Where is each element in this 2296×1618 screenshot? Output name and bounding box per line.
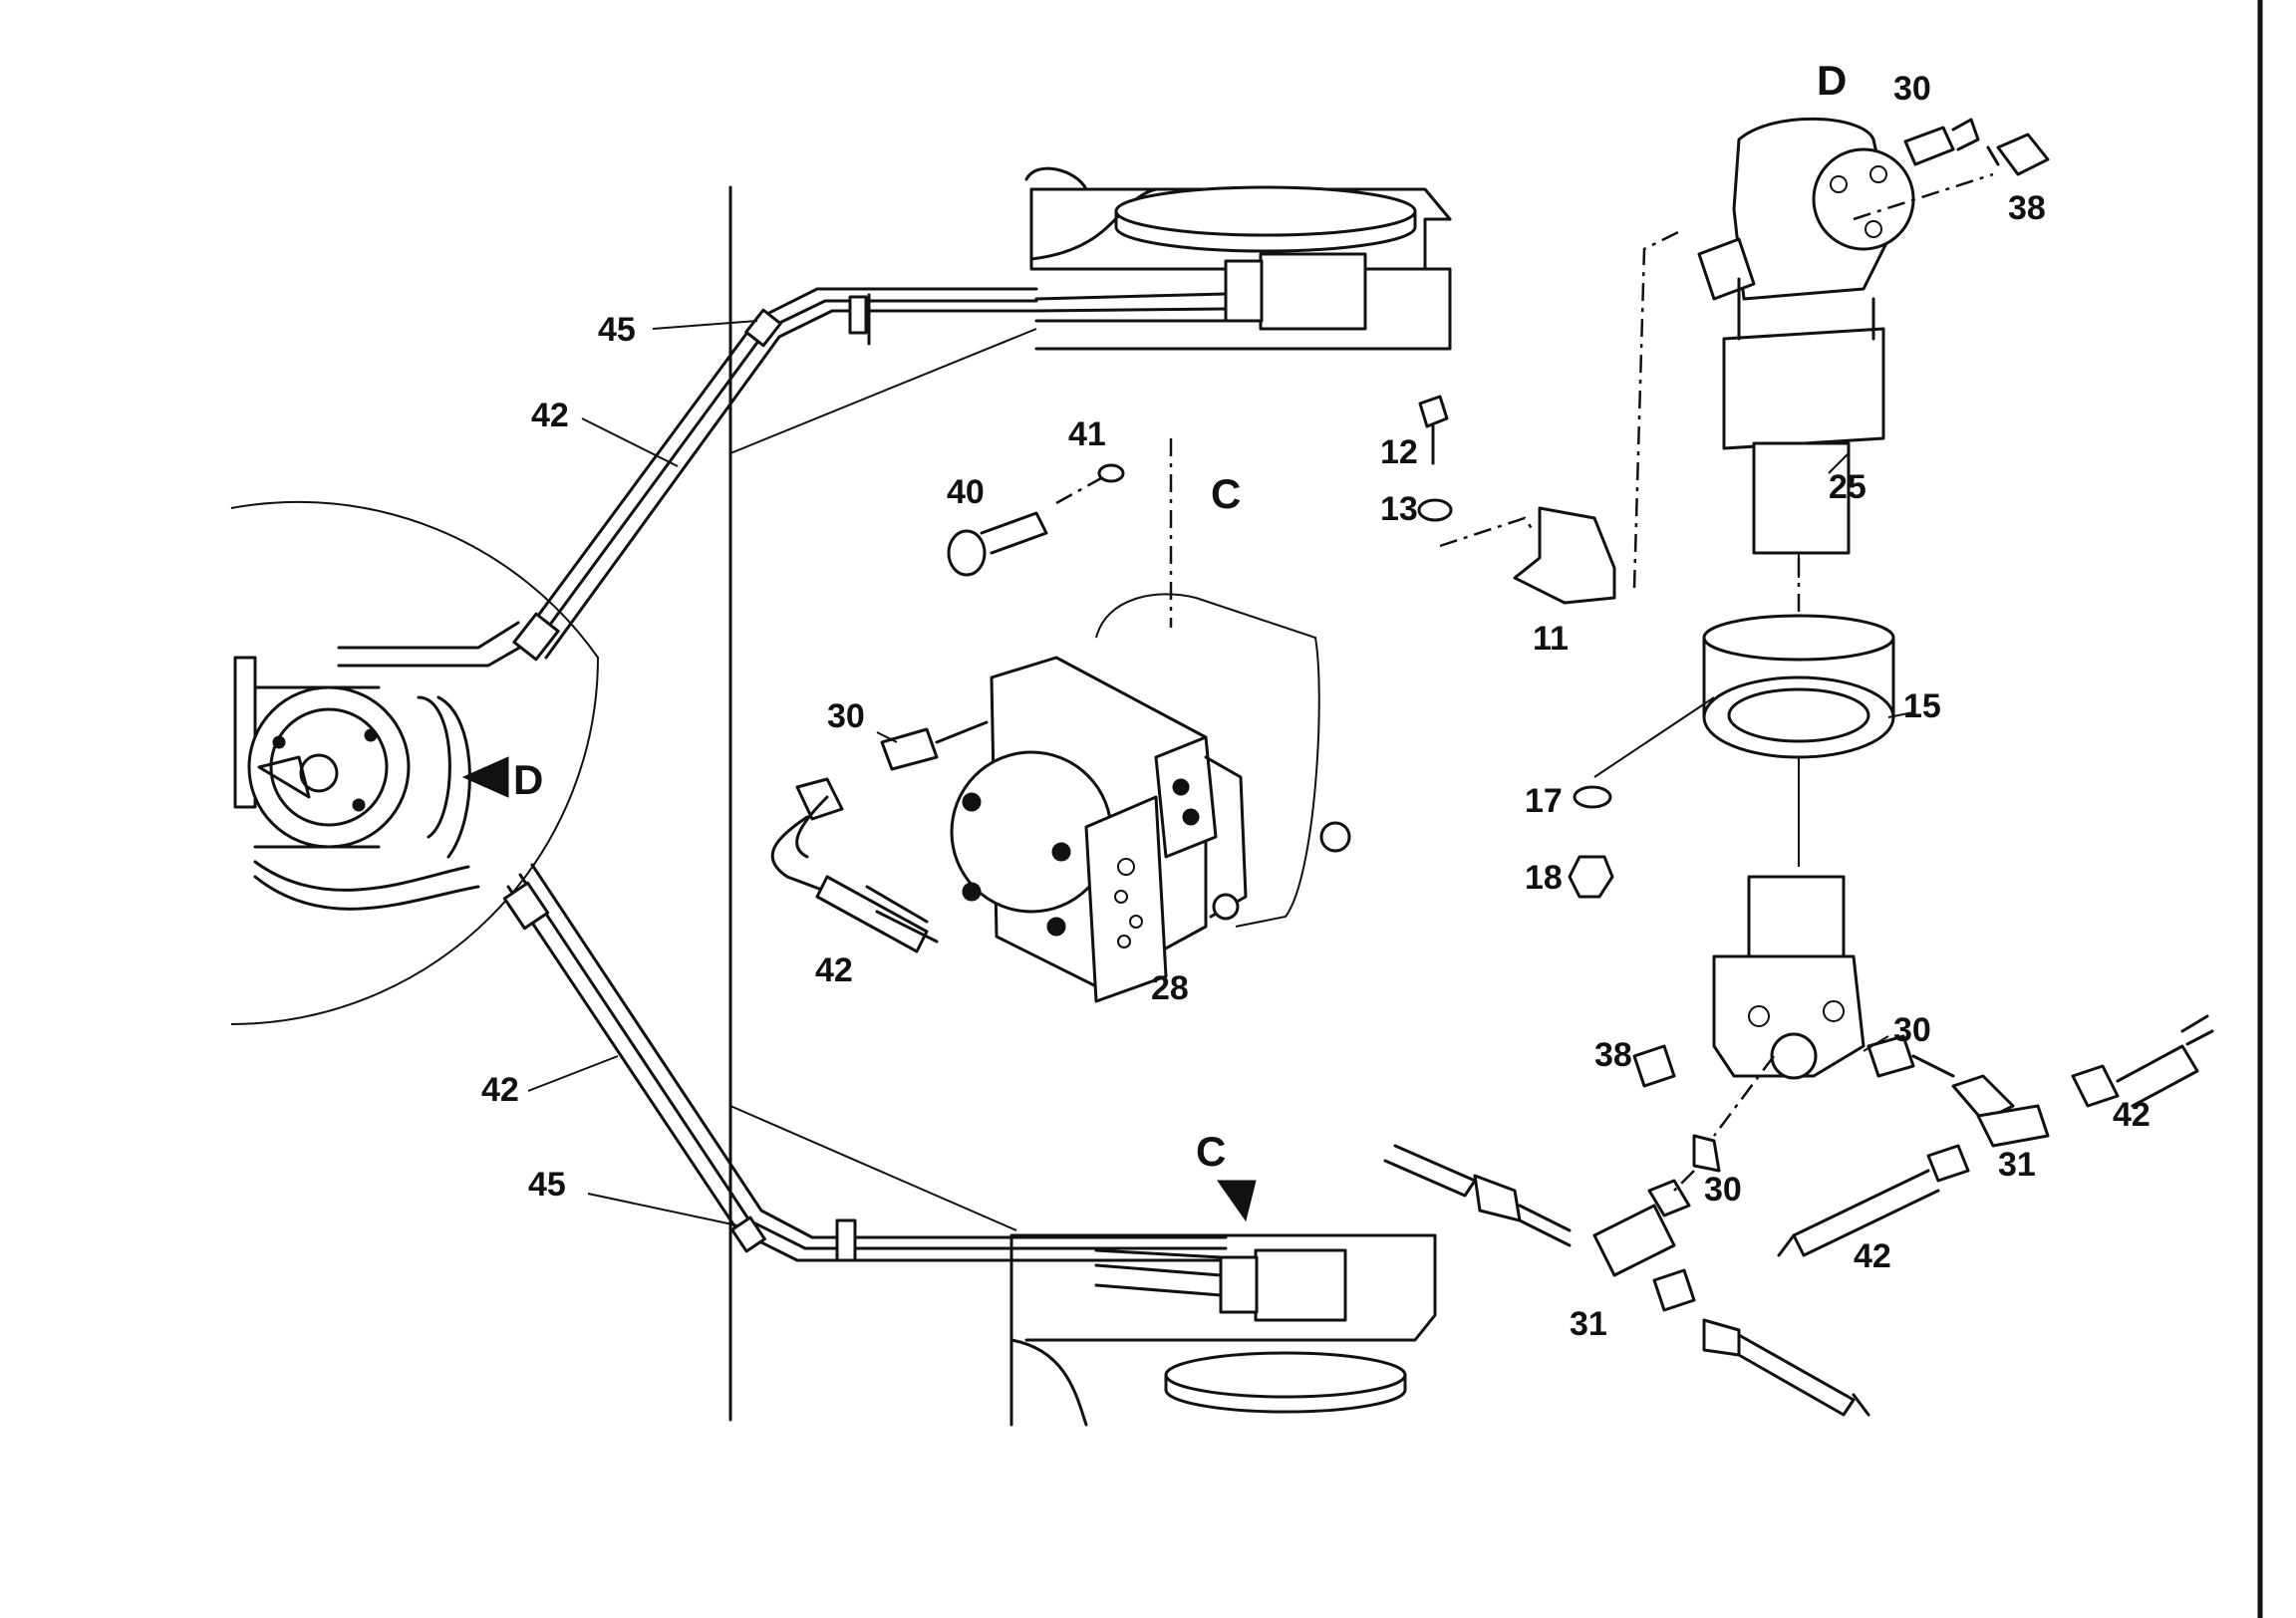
label-28: 28: [1151, 969, 1189, 1007]
label-42-mid: 42: [815, 951, 853, 989]
fittings-30-38-top: [1853, 118, 2050, 221]
label-30-right: 30: [1893, 1011, 1931, 1049]
label-15: 15: [1903, 687, 1941, 725]
bolt-40-and-washer-41: [947, 438, 1173, 628]
label-11: 11: [1533, 620, 1569, 658]
label-42-top: 42: [531, 397, 569, 434]
circular-detail-view: [230, 500, 600, 1025]
view-d-arrow-icon: [461, 756, 509, 798]
label-view-d-top: D: [1817, 57, 1847, 104]
label-42-lower: 42: [1854, 1237, 1891, 1275]
lower-hose-run: [502, 863, 1228, 1262]
pump-assembly: [950, 593, 1351, 1003]
label-view-d-arrow: D: [513, 756, 543, 803]
label-38-bottom: 38: [1594, 1036, 1632, 1074]
label-31-lower: 31: [1570, 1305, 1607, 1343]
label-38-top: 38: [2008, 189, 2046, 227]
label-42-right: 42: [2113, 1096, 2151, 1134]
label-view-c-arrow: C: [1196, 1128, 1226, 1175]
lower-equipment-unit: [1009, 1233, 1437, 1427]
label-42-left: 42: [481, 1071, 519, 1109]
distribution-block: [1632, 875, 1866, 1088]
lower-right-fittings: [1777, 1014, 2214, 1257]
label-40: 40: [947, 473, 985, 511]
label-30-lower: 30: [1704, 1171, 1742, 1209]
label-41: 41: [1068, 415, 1106, 453]
view-c-arrow-icon: [1217, 1180, 1257, 1222]
label-17: 17: [1525, 782, 1563, 820]
label-45-bottom: 45: [528, 1166, 566, 1204]
pump-fitting-and-hose: [770, 720, 989, 953]
label-31-right: 31: [1998, 1146, 2036, 1184]
label-30-mid: 30: [827, 697, 865, 735]
bracket-11-bolt-12-washer-13: [1417, 227, 1685, 605]
upper-hose-run: [512, 287, 1038, 662]
label-12: 12: [1380, 433, 1418, 471]
label-30-top: 30: [1893, 70, 1931, 108]
label-45-top: 45: [598, 311, 636, 349]
d-view-housing: [1697, 117, 1915, 578]
ring-15-washer-17-nut-18: [1568, 614, 1895, 899]
t-fitting-31-and-hoses: [1383, 1055, 1870, 1417]
upper-equipment-unit: [1024, 166, 1452, 351]
leader-lines: [527, 320, 1914, 1226]
label-13: 13: [1380, 490, 1418, 528]
label-25: 25: [1829, 468, 1866, 506]
label-18: 18: [1525, 859, 1563, 897]
label-view-c-top: C: [1211, 470, 1241, 517]
